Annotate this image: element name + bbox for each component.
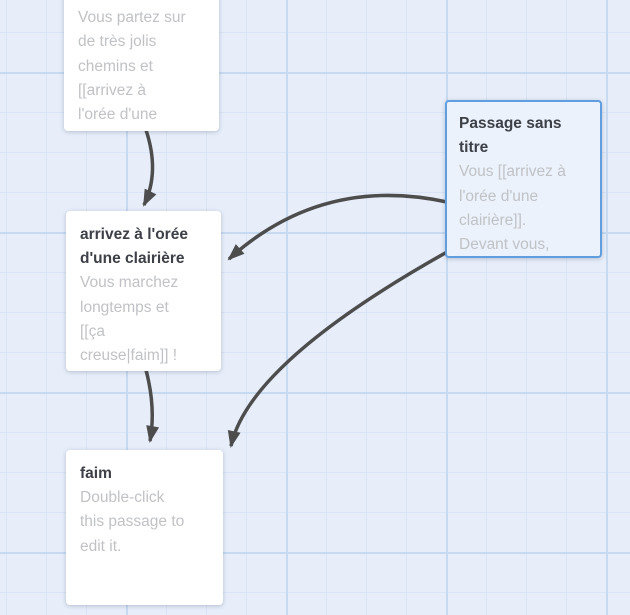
passage-card-en-foret[interactable]: en forêt Vous partez sur de très jolis c…: [64, 0, 219, 131]
link-foret-to-clairiere: [142, 129, 157, 207]
link-clairiere-to-faim: [144, 369, 160, 443]
passage-excerpt: Vous marchez longtemps et [[ça creuse|fa…: [80, 274, 179, 365]
passage-title: Passage sans titre: [459, 115, 562, 157]
passage-title: faim: [80, 465, 112, 482]
passage-excerpt: Vous partez sur de très jolis chemins et…: [78, 9, 186, 124]
passage-excerpt: Vous [[arrivez à l'orée d'une clairière]…: [459, 163, 566, 254]
link-sanstitre-to-clairiere: [227, 193, 448, 261]
passage-title: en forêt: [78, 0, 205, 6]
link-sanstitre-to-faim: [227, 250, 448, 448]
passage-card-sans-titre[interactable]: Passage sans titre Vous [[arrivez à l'or…: [445, 100, 602, 258]
passage-card-clairiere[interactable]: arrivez à l'orée d'une clairière Vous ma…: [66, 211, 221, 371]
passage-card-faim[interactable]: faim Double-click this passage to edit i…: [66, 450, 223, 605]
passage-excerpt: Double-click this passage to edit it.: [80, 489, 185, 555]
passage-title: arrivez à l'orée d'une clairière: [80, 226, 188, 268]
